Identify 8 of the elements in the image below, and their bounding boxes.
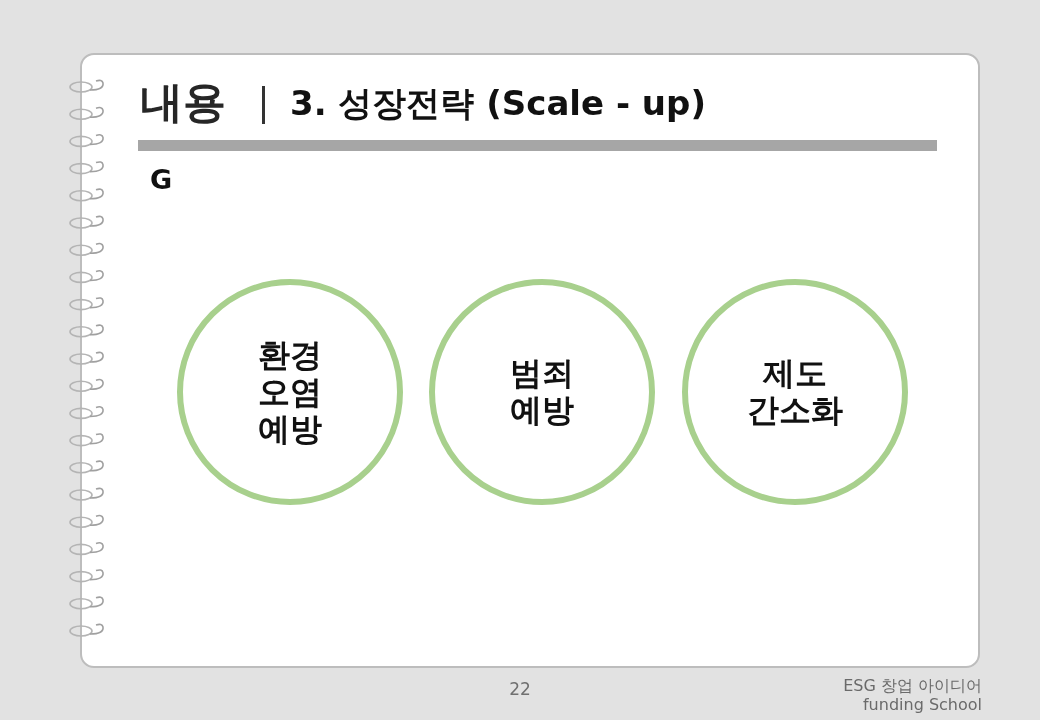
circle-label: 범죄 예방 xyxy=(509,355,575,429)
page-number: 22 xyxy=(509,679,531,699)
section-heading: 내용 xyxy=(140,78,226,126)
circle-label: 제도 간소화 xyxy=(746,355,844,429)
circle-label: 환경 오염 예방 xyxy=(257,336,323,448)
footer-text: ESG 창업 아이디어 funding School xyxy=(842,676,982,714)
section-letter: G xyxy=(150,164,173,196)
slide-title: 3. 성장전략 (Scale - up) xyxy=(290,82,706,124)
